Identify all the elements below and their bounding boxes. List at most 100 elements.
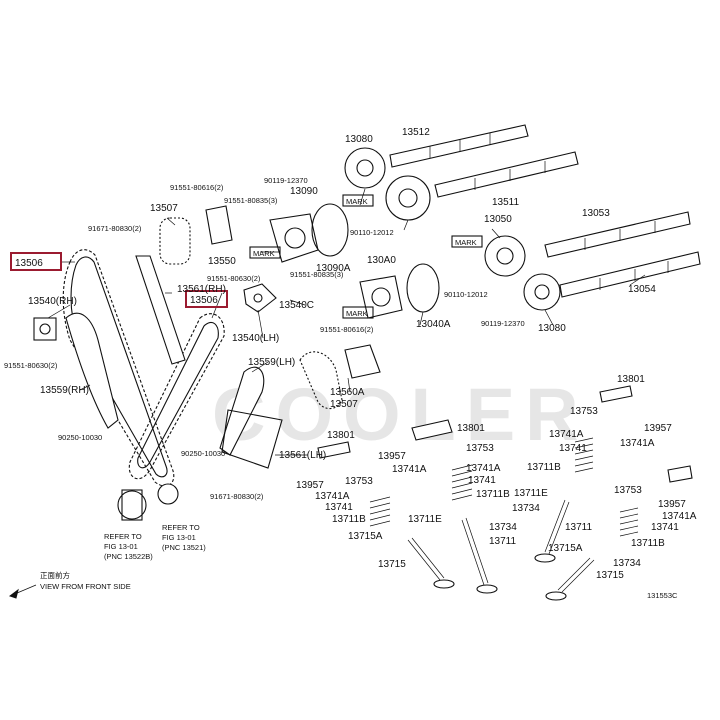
vvt-gear-13080-right[interactable]	[523, 273, 561, 311]
part-label: 130A0	[367, 255, 396, 266]
part-label: 13734	[489, 522, 517, 533]
part-label: 13715A	[348, 531, 383, 542]
valve-spring-center[interactable]	[451, 464, 473, 501]
part-label: 13540(RH)	[28, 296, 77, 307]
part-label: 13957	[644, 423, 672, 434]
part-label: 13711E	[514, 488, 548, 499]
camshaft-13512[interactable]	[389, 124, 529, 168]
camshaft-13054[interactable]	[559, 251, 701, 298]
valve-spring-left[interactable]	[369, 496, 391, 527]
valve-spring-right[interactable]	[574, 437, 594, 473]
leader-lines	[47, 188, 646, 456]
part-label: 13711B	[476, 489, 510, 500]
part-label: 13711B	[631, 538, 665, 549]
part-label: 91551-80630(2)	[207, 274, 261, 283]
part-label: 90110-12012	[444, 290, 488, 299]
vvt-gear-13050-upper[interactable]	[385, 175, 431, 221]
part-label: 13734	[512, 503, 540, 514]
part-label: 13711E	[408, 514, 442, 525]
part-label: 13741A	[392, 464, 427, 475]
valve-13715-right[interactable]	[545, 557, 595, 601]
chain-tensioner-13540-rh[interactable]	[33, 317, 57, 341]
part-label: 90119-12370	[481, 319, 525, 328]
part-label: 13715A	[548, 543, 583, 554]
chain-slipper-13559-rh[interactable]	[65, 312, 119, 429]
mark-label: MARK	[346, 309, 368, 318]
valve-13715-left[interactable]	[407, 537, 455, 589]
watermark: COOLER	[212, 373, 589, 456]
part-label: 13741	[325, 502, 353, 513]
part-label: 13050	[484, 214, 512, 225]
part-label: 13507	[150, 203, 178, 214]
timing-chain-rh[interactable]	[62, 249, 175, 487]
front-label: VIEW FROM FRONT SIDE	[40, 582, 131, 591]
part-label: 91671-80830(2)	[88, 224, 142, 233]
part-label: 13054	[628, 284, 656, 295]
refer-note-right[interactable]: REFER TO FIG 13-01 (PNC 13521)	[162, 523, 206, 552]
part-label: 91671-80830(2)	[210, 492, 264, 501]
chain-13507-lh[interactable]	[299, 351, 343, 410]
part-label: 13507	[330, 399, 358, 410]
svg-text:FIG 13-01: FIG 13-01	[162, 533, 196, 542]
part-label: 13053	[582, 208, 610, 219]
tensioner-13560a[interactable]	[344, 344, 381, 379]
part-label: 13711	[489, 536, 517, 547]
part-label: 13715	[378, 559, 406, 570]
vvt-gear-13050[interactable]	[484, 235, 526, 277]
timing-chain-lh[interactable]	[128, 313, 225, 480]
part-label: 13753	[614, 485, 642, 496]
part-label-highlighted: 13506	[15, 258, 43, 269]
part-label: 13512	[402, 127, 430, 138]
part-label: 90119-12370	[264, 176, 308, 185]
svg-text:(PNC 13522B): (PNC 13522B)	[104, 552, 153, 561]
part-label: 13540C	[279, 300, 314, 311]
part-label: 13090	[290, 186, 318, 197]
vvt-cover-13090[interactable]	[269, 213, 319, 263]
part-label: 91551-80616(2)	[170, 183, 224, 192]
part-label: 13753	[345, 476, 373, 487]
rocker-arm-13801-top[interactable]	[599, 385, 633, 403]
crank-sprocket[interactable]	[117, 483, 179, 521]
part-label: 13801	[457, 423, 485, 434]
part-label: 13741	[651, 522, 679, 533]
valve-13711-right[interactable]	[534, 499, 570, 563]
mark-label: MARK	[253, 249, 275, 258]
front-label-cjk: 正面前方	[40, 570, 70, 580]
part-label: 13753	[570, 406, 598, 417]
rocker-arm-13801-center[interactable]	[411, 419, 453, 441]
part-label: 13741A	[549, 429, 584, 440]
refer-note-left[interactable]: REFER TO FIG 13-01 (PNC 13522B)	[104, 532, 153, 561]
part-label: 13741A	[662, 511, 697, 522]
front-side-indicator: 正面前方 VIEW FROM FRONT SIDE	[8, 570, 131, 599]
svg-text:REFER TO: REFER TO	[162, 523, 200, 532]
part-label: 13711B	[527, 462, 561, 473]
part-label: 13080	[538, 323, 566, 334]
part-label: 13711	[565, 522, 593, 533]
diagram-code: 131553C	[647, 591, 678, 600]
highlight-box-13506-left	[10, 252, 62, 271]
o-ring-13090a[interactable]	[311, 203, 349, 257]
valve-spring-far-right[interactable]	[619, 507, 639, 537]
camshaft-13053[interactable]	[544, 211, 691, 258]
camshaft-13511[interactable]	[434, 151, 579, 198]
bracket-13550[interactable]	[205, 205, 233, 245]
vvt-gear-13080-top[interactable]	[344, 147, 386, 189]
valve-13711-center[interactable]	[461, 517, 498, 594]
part-label: 13559(RH)	[40, 385, 89, 396]
part-label: 13801	[617, 374, 645, 385]
chain-13507-small[interactable]	[159, 217, 191, 265]
part-label: 91551-80835(3)	[290, 270, 344, 279]
mark-label: MARK	[346, 197, 368, 206]
svg-text:(PNC 13521): (PNC 13521)	[162, 543, 206, 552]
part-label: 13741A	[466, 463, 501, 474]
part-label: 13080	[345, 134, 373, 145]
mark-box-1	[342, 194, 374, 207]
chain-tensioner-13540-lh[interactable]	[243, 283, 277, 313]
rocker-arm-13801-left[interactable]	[317, 441, 351, 459]
chain-slipper-13559-lh[interactable]	[219, 366, 283, 469]
o-ring-13040a[interactable]	[406, 263, 440, 313]
mark-label: MARK	[455, 238, 477, 247]
part-label-highlighted: 13506	[190, 295, 218, 306]
chain-guide-rh-13561[interactable]	[135, 255, 186, 365]
rocker-arm-13801-right[interactable]	[667, 465, 693, 483]
